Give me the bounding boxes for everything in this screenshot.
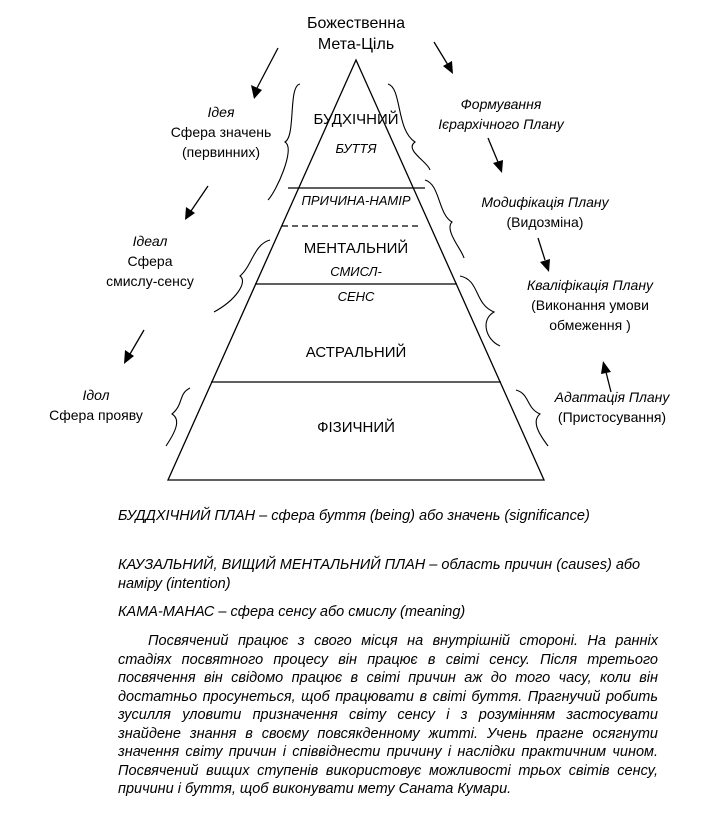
arrow-icon (185, 185, 209, 220)
ideal-title: Ідеал (133, 233, 168, 249)
arrow-icon (601, 361, 612, 393)
left-brace-idol (165, 387, 191, 447)
arrow-icon (487, 137, 503, 173)
qualification-line2: (Виконання умови (531, 297, 649, 313)
pyramid-outline (166, 58, 546, 481)
right-brace-adaptation (515, 389, 549, 447)
idol-line2: Сфера прояву (49, 407, 143, 423)
top-title-line1: Божественна (307, 15, 405, 32)
level-physical: ФІЗИЧНИЙ (317, 418, 395, 436)
left-brace-ideal (213, 239, 271, 313)
right-brace-qualification (459, 275, 501, 347)
left-brace-idea (267, 83, 301, 201)
arrow-icon (537, 237, 550, 272)
arrow-icon (124, 329, 145, 364)
definition-buddhic: БУДДХІЧНИЙ ПЛАН – сфера буття (being) аб… (118, 508, 590, 524)
forming-line1: Формування (461, 96, 542, 112)
body-paragraph: Посвячений працює з свого місця на внутр… (118, 633, 658, 797)
right-brace-forming (387, 83, 431, 171)
definition-kama-manas: КАМА-МАНАС – сфера сенсу або смислу (mea… (118, 604, 466, 620)
level-mental: МЕНТАЛЬНИЙ (304, 239, 408, 257)
ideal-line3: смислу-сенсу (106, 273, 194, 289)
right-brace-modification (424, 179, 465, 259)
pyramid-diagram: Божественна Мета-Ціль БУДХІЧНИЙ БУТТЯ ПР… (49, 15, 671, 481)
level-smysl: СМИСЛ- (330, 264, 382, 279)
arrow-icon (251, 47, 279, 99)
qualification-line1: Кваліфікація Плану (527, 277, 654, 293)
qualification-line3: обмеження ) (549, 317, 631, 333)
level-cause: ПРИЧИНА-НАМІР (301, 193, 410, 208)
modification-line1: Модифікація Плану (481, 194, 609, 210)
top-title-line2: Мета-Ціль (318, 36, 394, 53)
level-sens: СЕНС (338, 289, 375, 304)
idea-line3: (первинних) (182, 144, 260, 160)
idol-title: Ідол (82, 387, 109, 403)
adaptation-line1: Адаптація Плану (554, 389, 671, 405)
level-buddhic: БУДХІЧНИЙ (313, 110, 398, 128)
level-buttya: БУТТЯ (336, 141, 377, 156)
level-astral: АСТРАЛЬНИЙ (306, 343, 407, 361)
forming-line2: Ієрархічного Плану (438, 116, 565, 132)
idea-title: Ідея (208, 104, 235, 120)
arrow-icon (433, 41, 453, 74)
idea-line2: Сфера значень (171, 124, 272, 140)
modification-line2: (Видозміна) (507, 214, 584, 230)
definition-causal: КАУЗАЛЬНИЙ, ВИЩИЙ МЕНТАЛЬНИЙ ПЛАН – обла… (118, 557, 641, 592)
ideal-line2: Сфера (128, 253, 173, 269)
adaptation-line2: (Пристосування) (558, 409, 666, 425)
